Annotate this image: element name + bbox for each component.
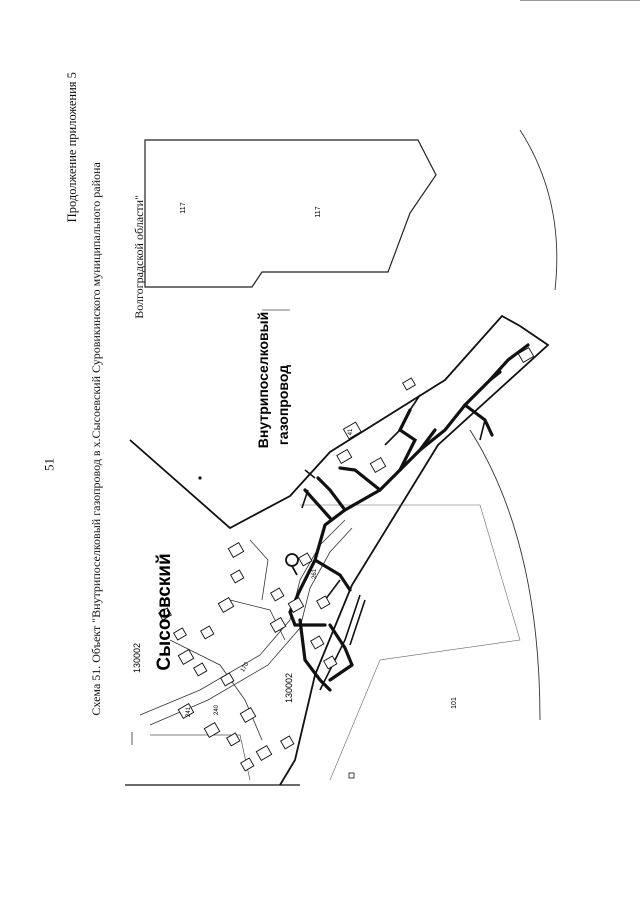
- gas-regulator-stem: [291, 565, 298, 576]
- parcel-label-101: 101: [451, 697, 458, 709]
- cadastral-label-130002-upper: 130002: [132, 643, 142, 673]
- parcel-label-170: 170: [240, 661, 251, 673]
- top-rule: [520, 0, 640, 1]
- map-symbol-square: [348, 772, 355, 779]
- settlement-name-label: Сысоевский: [154, 553, 175, 670]
- side-street-3: [249, 539, 269, 601]
- parcel-label-117-bottom: 117: [315, 206, 322, 217]
- district-boundary-upper: [129, 314, 521, 530]
- boundary-arc-lower: [469, 429, 541, 721]
- parcel-label-261: 261: [312, 568, 318, 579]
- pipeline-branches: [301, 394, 486, 691]
- boundary-arc-upper: [519, 129, 558, 291]
- side-street: [169, 639, 263, 741]
- cadastral-label-130002-lower: 130002: [284, 673, 294, 703]
- gas-regulator-marker: [285, 553, 299, 567]
- district-boundary-lower: [279, 325, 550, 786]
- parcel-label-117-top: 117: [180, 202, 187, 213]
- thin-boundary-mid: [300, 504, 521, 781]
- parcel-117-boundary: [144, 139, 437, 288]
- parcel-label-240: 240: [214, 704, 220, 715]
- map-symbol-dot: [198, 476, 202, 480]
- parcel-label-41: 41: [348, 428, 354, 435]
- pipeline-label-line2: газопровод: [275, 365, 291, 445]
- building-outlines: [158, 347, 535, 772]
- pipeline-label-line1: Внутрипоселковый: [255, 312, 271, 448]
- parcel-label-241: 241: [186, 706, 192, 717]
